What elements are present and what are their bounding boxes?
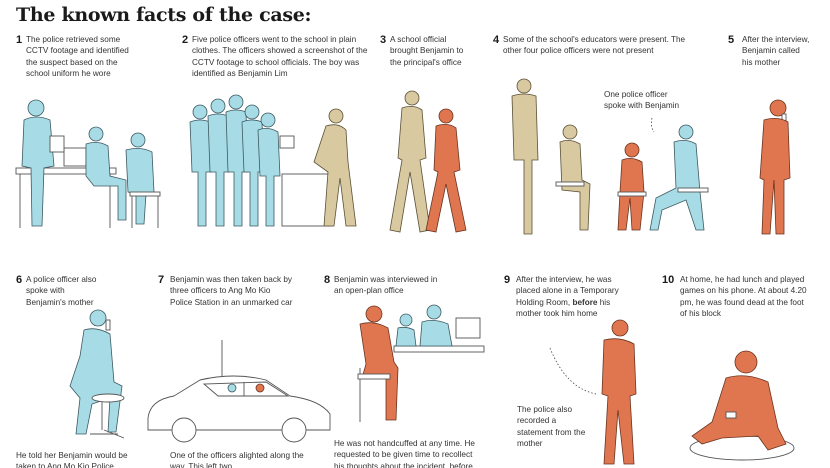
officer-figure: [89, 309, 107, 327]
step-number: 6: [16, 274, 23, 286]
benjamin-figure: [624, 142, 640, 158]
step-number: 8: [324, 274, 331, 286]
step-number: 10: [662, 274, 675, 286]
unmarked-car: [147, 375, 331, 443]
step-number: 7: [158, 274, 165, 286]
step-9-caption-emphasis: before: [572, 297, 598, 307]
step-number: 5: [728, 34, 735, 46]
step-number: 9: [504, 274, 511, 286]
step-caption: Five police officers went to the school …: [192, 35, 368, 78]
officer-figure: [678, 124, 694, 140]
officer-figure: [426, 304, 442, 320]
step-7-illustration: [147, 340, 331, 443]
step-5-illustration: [759, 99, 791, 235]
step-4-illustration: [511, 78, 709, 235]
officer-figure: [88, 126, 104, 142]
benjamin-figure: [365, 305, 383, 323]
step-caption: A police officer also spoke with Benjami…: [26, 275, 97, 307]
step-number: 2: [182, 34, 189, 46]
step-caption: After the interview, he was placed alone…: [516, 274, 634, 319]
step-caption: Some of the school's educators were pres…: [503, 35, 686, 56]
officers-group: [189, 94, 295, 227]
step-number: 4: [493, 34, 500, 46]
benjamin-figure: [734, 350, 758, 374]
desk: [15, 167, 117, 175]
officer-figure: [399, 313, 413, 327]
step-7-note: One of the officers alighted along the w…: [170, 451, 304, 468]
page-title: The known facts of the case:: [16, 4, 312, 26]
officer-figure: [227, 383, 237, 393]
step-8-illustration: [357, 304, 485, 422]
step-6-illustration: [69, 309, 125, 439]
step-9-note: The police also recorded a statement fro…: [517, 405, 586, 448]
step-8-note: He was not handcuffed at any time. He re…: [334, 439, 475, 468]
step-number: 1: [16, 34, 23, 46]
step-caption: A school official brought Benjamin to th…: [390, 35, 464, 67]
benjamin-figure: [438, 108, 454, 124]
step-number: 3: [380, 34, 387, 46]
step-9-caption-c: his mother took him home: [516, 297, 611, 318]
officer-figure: [244, 104, 260, 120]
officer-figure: [192, 104, 208, 120]
school-official-figure: [404, 90, 420, 106]
phone: [105, 319, 111, 331]
step-caption: The police retrieved some CCTV footage a…: [26, 35, 129, 78]
benjamin-figure: [611, 319, 629, 337]
officer-figure: [260, 112, 276, 128]
desk: [393, 345, 485, 353]
officer-figure: [210, 98, 226, 114]
step-2-illustration: [189, 94, 357, 227]
monitor: [63, 147, 87, 167]
officer-figure: [27, 99, 45, 117]
step-caption: At home, he had lunch and played games o…: [680, 275, 807, 318]
benjamin-figure: [769, 99, 787, 117]
step-caption: Benjamin was interviewed in an open-plan…: [334, 275, 438, 296]
step-4-note: One police officer spoke with Benjamin: [604, 90, 680, 111]
step-3-illustration: [389, 90, 467, 233]
step-9-caption-a: After the interview, he was placed alone…: [516, 275, 619, 307]
officer-figure: [228, 94, 244, 110]
step-6-note: He told her Benjamin would be taken to A…: [16, 451, 128, 468]
step-caption: Benjamin was then taken back by three of…: [170, 275, 293, 307]
screenshot-photo: [279, 135, 295, 149]
step-caption: After the interview, Benjamin called his…: [742, 35, 810, 67]
school-official-figure: [328, 108, 344, 124]
educator-figure: [516, 78, 532, 94]
educator-figure: [562, 124, 578, 140]
monitor: [455, 317, 481, 339]
benjamin-figure: [255, 383, 265, 393]
phone: [725, 411, 737, 419]
step-9-illustration: [549, 319, 637, 465]
step-1-illustration: [15, 99, 161, 228]
officer-figure: [130, 132, 146, 148]
step-10-illustration: [689, 350, 795, 461]
pointer-line: [549, 347, 597, 395]
